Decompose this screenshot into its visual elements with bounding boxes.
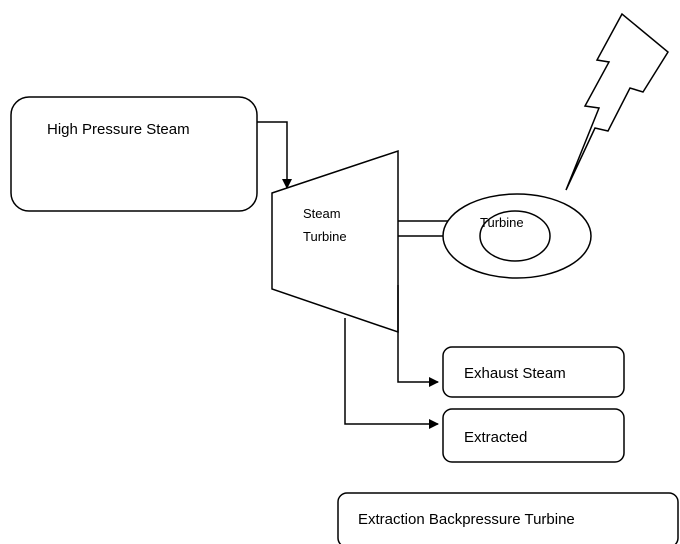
lightning-bolt-icon (565, 12, 669, 191)
exhaust-steam-label: Exhaust Steam (464, 365, 566, 382)
steam-turbine-label-line2: Turbine (303, 229, 347, 244)
extraction-arrow (344, 318, 439, 429)
extracted-box: Extracted (442, 408, 625, 463)
extracted-label: Extracted (464, 429, 527, 446)
high-pressure-steam-box: High Pressure Steam (10, 96, 258, 212)
steam-turbine-shape: Steam Turbine (271, 149, 399, 334)
high-pressure-steam-label: High Pressure Steam (47, 121, 190, 138)
exhaust-arrow (397, 285, 439, 387)
inlet-arrow (257, 121, 292, 189)
steam-turbine-label-line1: Steam (303, 206, 341, 221)
exhaust-steam-box: Exhaust Steam (442, 346, 625, 398)
caption-label: Extraction Backpressure Turbine (358, 511, 575, 528)
caption-box: Extraction Backpressure Turbine (337, 492, 679, 544)
generator-label: Turbine (480, 215, 524, 230)
generator: Turbine (442, 193, 592, 279)
